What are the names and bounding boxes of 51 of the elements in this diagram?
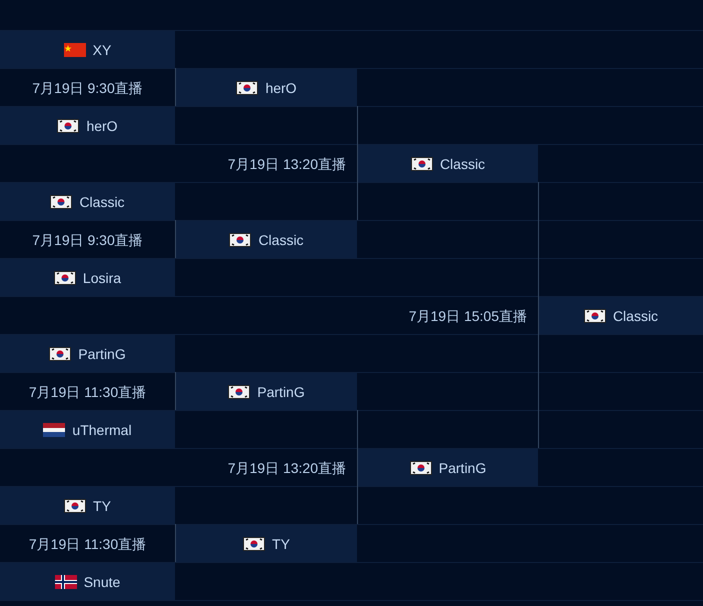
- player-box: [0, 259, 175, 296]
- bracket-line: [357, 467, 358, 524]
- player-name: XY: [92, 42, 112, 58]
- player-name: PartinG: [78, 346, 126, 362]
- bracket-line: [538, 315, 539, 448]
- player-box: [0, 335, 175, 372]
- bracket-line: [538, 182, 539, 316]
- player-name: Classic: [79, 194, 125, 210]
- match-time: 7月19日 9:30直播: [32, 232, 143, 248]
- player-name: Classic: [440, 156, 486, 172]
- bracket-line: [357, 106, 358, 164]
- player-name: herO: [86, 118, 118, 134]
- bracket-line: [175, 68, 176, 88]
- player-box: [176, 525, 357, 562]
- bracket-line: [175, 220, 176, 240]
- match-time: 7月19日 11:30直播: [28, 536, 146, 552]
- player-name: TY: [93, 498, 111, 514]
- bracket-line: [175, 524, 176, 544]
- player-name: Classic: [258, 232, 304, 248]
- player-box: [176, 373, 357, 410]
- player-box: [176, 69, 357, 106]
- bracket-line: [175, 543, 176, 562]
- player-box: [358, 145, 538, 182]
- player-box: [176, 221, 357, 258]
- player-name: herO: [265, 80, 297, 96]
- match-time: 7月19日 13:20直播: [228, 460, 346, 476]
- match-time: 7月19日 9:30直播: [32, 80, 143, 96]
- match-time: 7月19日 13:20直播: [228, 156, 346, 172]
- player-box: [0, 411, 175, 448]
- bracket-line: [175, 87, 176, 106]
- player-name: uThermal: [72, 422, 132, 438]
- player-box: [539, 297, 703, 334]
- player-name: Snute: [84, 574, 120, 590]
- player-box: [358, 449, 538, 486]
- player-box: [0, 487, 175, 524]
- player-name: PartinG: [257, 384, 305, 400]
- player-box: [0, 107, 175, 144]
- player-box: [0, 183, 175, 220]
- player-name: Losira: [82, 270, 122, 286]
- bracket-line: [357, 163, 358, 220]
- player-name: PartinG: [438, 460, 486, 476]
- player-name: TY: [272, 536, 290, 552]
- player-box: [0, 31, 175, 68]
- bracket-line: [357, 410, 358, 468]
- bracket-line: [175, 372, 176, 392]
- player-name: Classic: [612, 308, 658, 324]
- player-box: [0, 563, 175, 600]
- match-time: 7月19日 15:05直播: [408, 308, 527, 324]
- bracket-line: [175, 391, 176, 410]
- bracket-line: [175, 239, 176, 258]
- match-time: 7月19日 11:30直播: [28, 384, 146, 400]
